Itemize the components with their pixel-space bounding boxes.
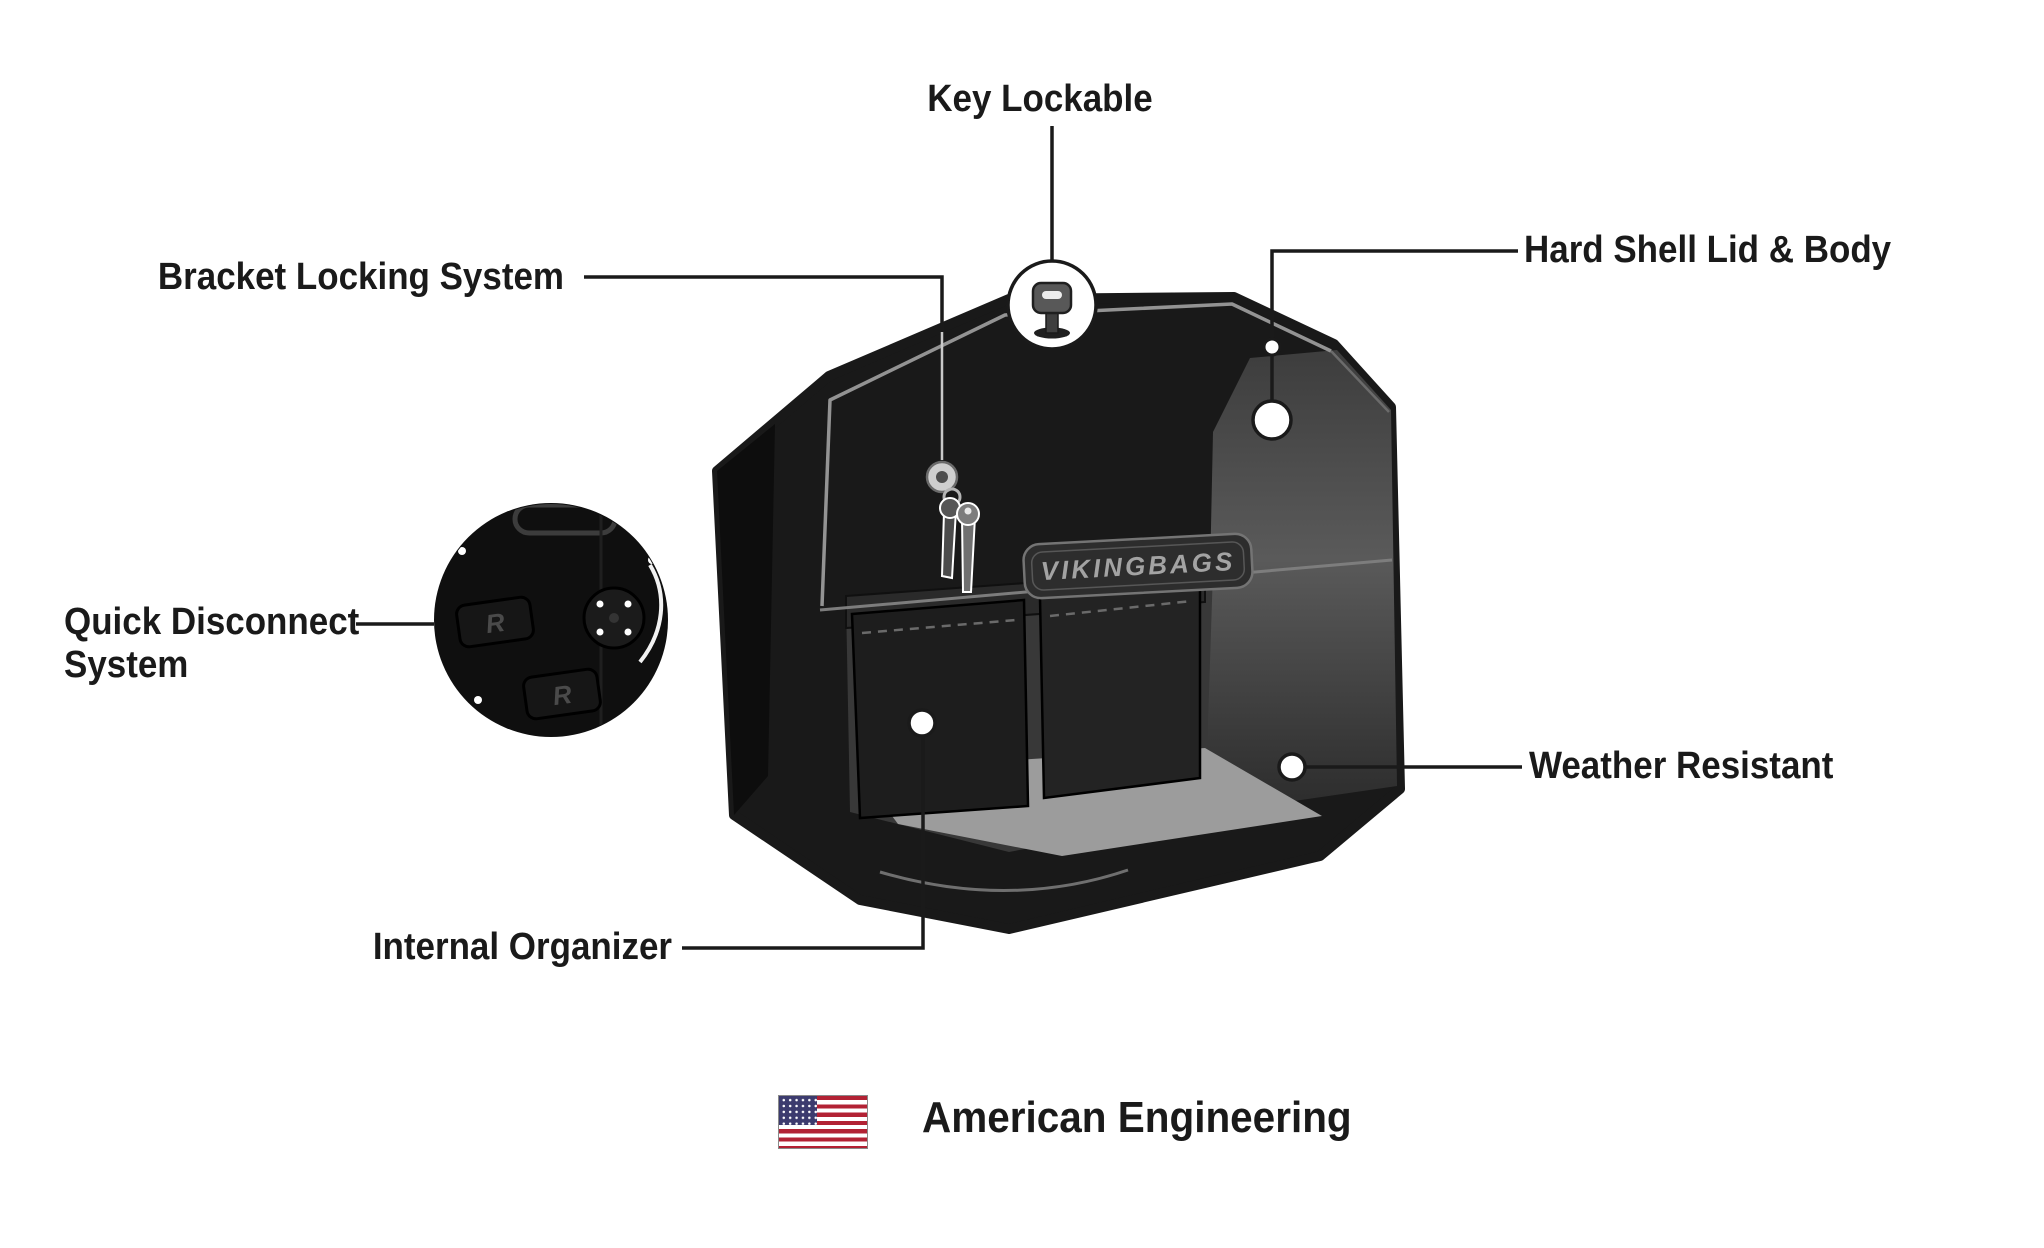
bag-interior-wall [1205, 350, 1397, 814]
lock-keyhole [936, 471, 948, 483]
top-key-icon [1031, 281, 1073, 339]
inset-disc-screw [596, 628, 604, 636]
us-flag-icon [778, 1095, 868, 1149]
label-american-engineering: American Engineering [922, 1093, 1352, 1142]
label-hard-shell-lid-body: Hard Shell Lid & Body [1524, 229, 1892, 271]
weather-resistant-circle [1277, 752, 1307, 782]
bag-bottom-highlight [879, 868, 1129, 892]
hard-shell-dot [1262, 337, 1282, 357]
internal-organizer-pockets [850, 580, 1202, 820]
key-shaft [1045, 310, 1059, 334]
label-internal-organizer: Internal Organizer [372, 926, 672, 968]
brand-badge: VIKINGBAGS [1022, 532, 1254, 600]
bracket-locking-line [584, 275, 944, 332]
pocket-right-stitch [1049, 599, 1193, 618]
hanging-key-front-icon [956, 502, 980, 593]
quick-disconnect-inset: R R [434, 503, 668, 737]
label-bracket-locking-system: Bracket Locking System [157, 256, 564, 298]
inset-disc-center [609, 613, 619, 623]
label-key-lockable: Key Lockable [927, 78, 1153, 120]
qd-bracket-2-stamp: R [551, 679, 574, 711]
inset-screw [474, 696, 482, 704]
qd-bracket-1-stamp: R [484, 607, 507, 639]
lid-right-bevel [1330, 350, 1390, 413]
us-flag-canton [779, 1096, 817, 1125]
internal-organizer-line [682, 737, 925, 950]
inset-disc-screw [624, 600, 632, 608]
inset-disc-screw [624, 628, 632, 636]
inset-disc-screw [596, 600, 604, 608]
pocket-left [850, 598, 1030, 820]
inset-circle [434, 503, 668, 737]
label-weather-resistant: Weather Resistant [1529, 745, 1834, 787]
pocket-right [1038, 580, 1202, 800]
lid-outline [820, 302, 1332, 607]
hard-shell-circle [1251, 399, 1293, 441]
pocket-left-stitch [861, 618, 1017, 635]
label-quick-disconnect-system: Quick Disconnect System [64, 601, 360, 687]
key-head-slot [1042, 291, 1062, 299]
hanging-key-back-icon [939, 497, 961, 580]
lock-and-keys [925, 460, 980, 593]
qd-bracket-1: R [455, 595, 535, 649]
saddlebag-illustration: VIKINGBAGS [712, 292, 1405, 934]
qd-cable [638, 563, 664, 664]
bag-left-shade [717, 424, 775, 815]
inset-screw [458, 547, 466, 555]
internal-organizer-circle [907, 708, 937, 738]
qd-bracket-2: R [522, 667, 602, 721]
brand-badge-inner-border [1030, 541, 1246, 591]
inset-details: R R [455, 504, 664, 736]
